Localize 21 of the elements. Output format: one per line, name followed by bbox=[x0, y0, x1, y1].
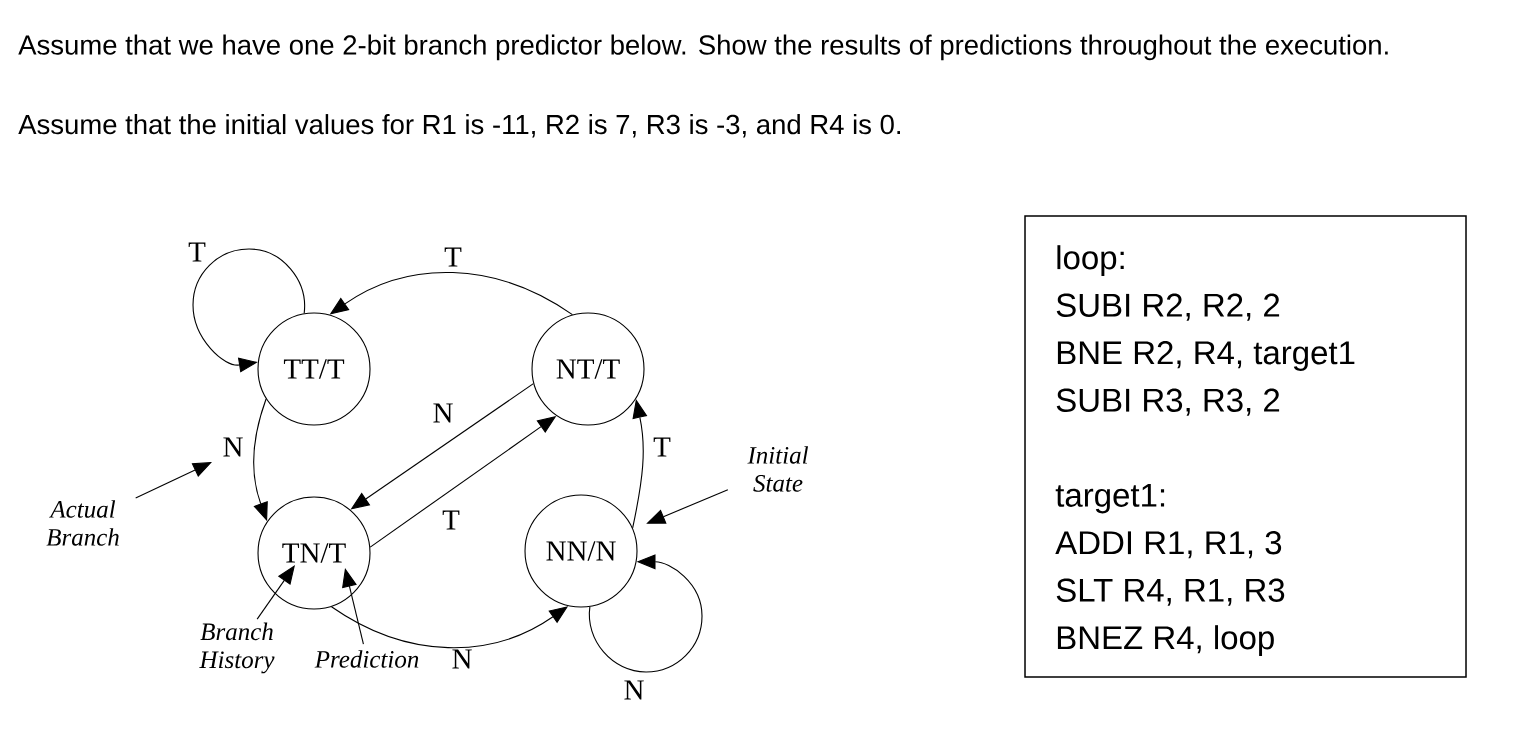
callout-label: Branch History bbox=[199, 622, 275, 674]
callout-label: Initial State bbox=[747, 446, 809, 492]
edge-label: T bbox=[444, 247, 462, 267]
edge-label: T bbox=[653, 437, 671, 457]
edge-label: N bbox=[452, 649, 472, 669]
self-loop-arrow bbox=[192, 248, 306, 373]
edge-label: N bbox=[624, 680, 644, 700]
self-loop-arrow bbox=[588, 554, 703, 673]
edge-label: T bbox=[188, 242, 206, 262]
leader-arrow bbox=[135, 462, 212, 499]
edge-label: N bbox=[223, 437, 243, 457]
edge-label: T bbox=[442, 510, 460, 530]
leader-arrow bbox=[342, 568, 364, 645]
question-text: Assume that the initial values for R1 is -11, R2 is 7, R3 is -3, and R4 is 0. bbox=[18, 114, 900, 138]
callout-label: Actual Branch bbox=[46, 500, 119, 546]
question-text: Assume that we have one 2-bit branch predictor below. Show the results of predictions throughout the execution. bbox=[18, 34, 1388, 61]
edge-label: N bbox=[433, 403, 453, 423]
leader-arrow bbox=[256, 565, 295, 620]
callout-label: Prediction bbox=[314, 650, 419, 668]
code-box: loop: SUBI R2, R2, 2 BNE R2, R4, target1 SUBI R3, R3, 2 target1: ADDI R1, R1, 3 SLT R4, R1, R3 BNEZ R4, loop bbox=[1024, 215, 1467, 678]
leader-arrow bbox=[646, 489, 729, 524]
